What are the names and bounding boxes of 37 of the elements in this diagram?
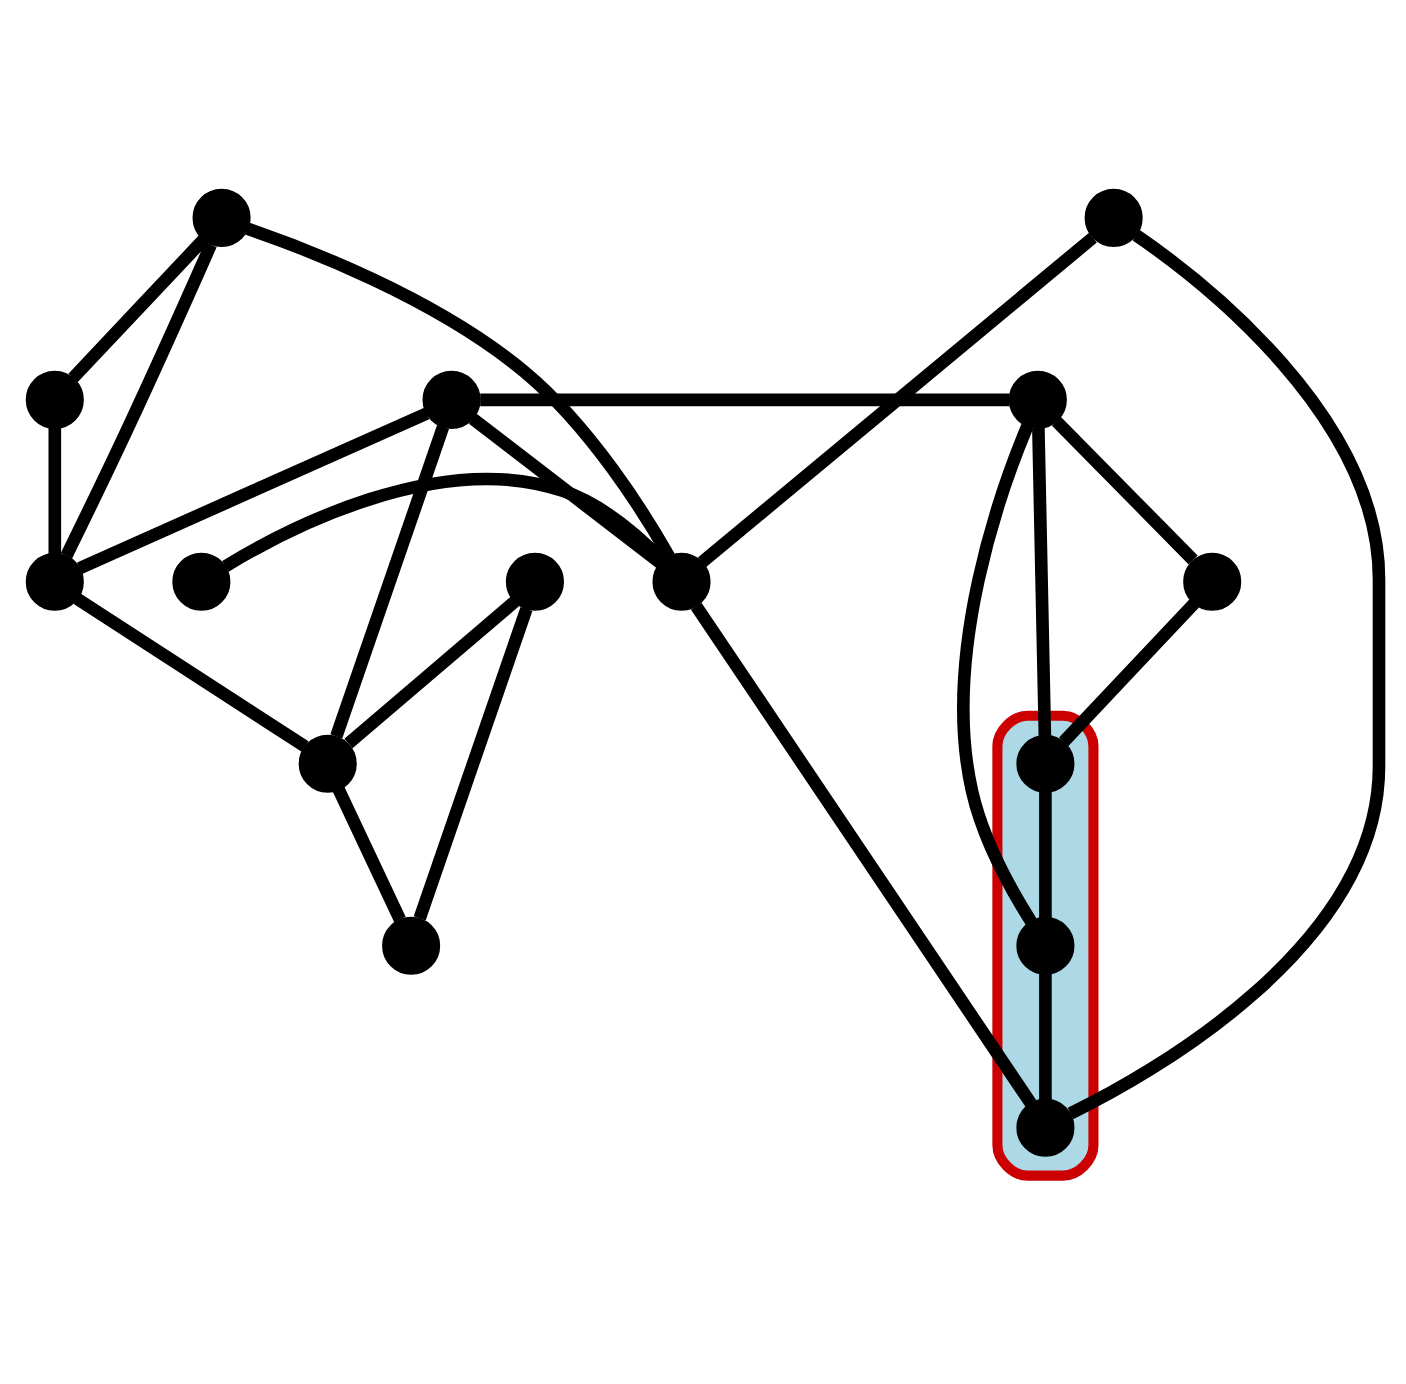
connector	[73, 592, 309, 751]
node-circle	[652, 551, 711, 610]
connector	[60, 241, 217, 558]
connector	[1052, 415, 1198, 564]
node-circle	[172, 551, 231, 610]
node-circle	[298, 733, 357, 792]
node-circle	[382, 915, 441, 974]
node-circle	[1016, 733, 1075, 792]
connector	[1032, 427, 1052, 735]
connector	[222, 472, 668, 571]
connector	[77, 406, 430, 573]
connector	[1067, 229, 1386, 1119]
connector	[344, 595, 520, 748]
connector	[330, 423, 449, 738]
node-circle	[1084, 187, 1143, 246]
connector	[413, 605, 533, 920]
node-circle	[1016, 915, 1075, 974]
connector	[1039, 790, 1052, 917]
connector	[332, 785, 406, 922]
node-circle	[1016, 1097, 1075, 1156]
node-circle	[1183, 551, 1242, 610]
cluster	[992, 709, 1099, 1180]
node-circle	[192, 187, 251, 246]
connector	[1059, 597, 1199, 746]
connector	[245, 221, 675, 559]
node-circle	[1008, 369, 1067, 428]
connector	[480, 392, 1010, 406]
connector	[698, 231, 1097, 566]
connector	[48, 426, 62, 553]
connector	[957, 422, 1037, 925]
connector	[691, 601, 1037, 1107]
node-circle	[25, 369, 84, 428]
connector	[68, 234, 209, 382]
node-circle	[422, 369, 481, 428]
connector	[1039, 972, 1052, 1099]
node-circle	[505, 551, 564, 610]
node-circle	[25, 551, 84, 610]
